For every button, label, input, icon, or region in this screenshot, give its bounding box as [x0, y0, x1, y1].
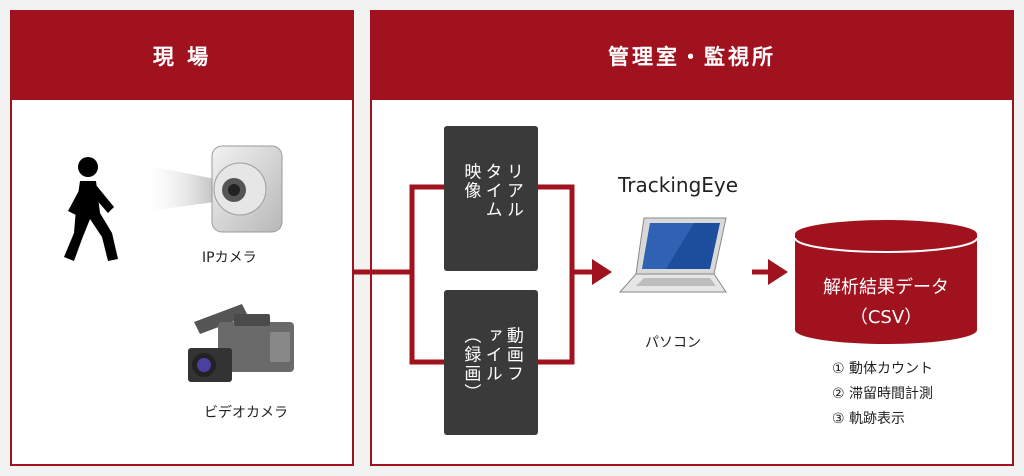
video-camera-icon — [188, 304, 294, 382]
database-label-line1: 解析結果データ — [823, 277, 949, 298]
site-panel-title: 現 場 — [12, 12, 352, 100]
branch-realtime-left — [409, 184, 445, 272]
control-room-title: 管理室・監視所 — [372, 12, 1012, 100]
branch-file-right — [538, 272, 575, 365]
realtime-video-line1: リアルタイム — [481, 162, 523, 220]
ip-camera-label: IPカメラ — [202, 250, 257, 266]
ip-camera-icon — [140, 145, 283, 233]
result-item: ① 動体カウント — [832, 361, 934, 377]
video-file-line1: 動画ファイル — [481, 326, 523, 384]
video-file-box: 動画ファイル （録画） — [444, 290, 538, 435]
video-camera-label: ビデオカメラ — [204, 405, 288, 421]
realtime-video-line2: 映像 — [460, 162, 481, 201]
video-file-line2: （録画） — [460, 326, 481, 403]
realtime-video-box: リアルタイム 映像 — [444, 126, 538, 271]
branch-file-left — [409, 272, 445, 365]
walking-person-icon — [64, 157, 118, 261]
product-name: TrackingEye — [618, 173, 739, 197]
site-panel: 現 場 — [10, 10, 354, 466]
branch-realtime-right — [538, 184, 575, 272]
arrow-to-pc-icon — [592, 259, 612, 285]
result-item: ③ 軌跡表示 — [832, 411, 906, 427]
result-item: ② 滞留時間計測 — [832, 386, 934, 402]
laptop-icon — [618, 217, 727, 293]
pc-label: パソコン — [645, 335, 701, 351]
arrow-to-db-icon — [768, 259, 788, 285]
database-icon — [795, 220, 977, 344]
database-label-line2: （CSV） — [849, 307, 923, 328]
